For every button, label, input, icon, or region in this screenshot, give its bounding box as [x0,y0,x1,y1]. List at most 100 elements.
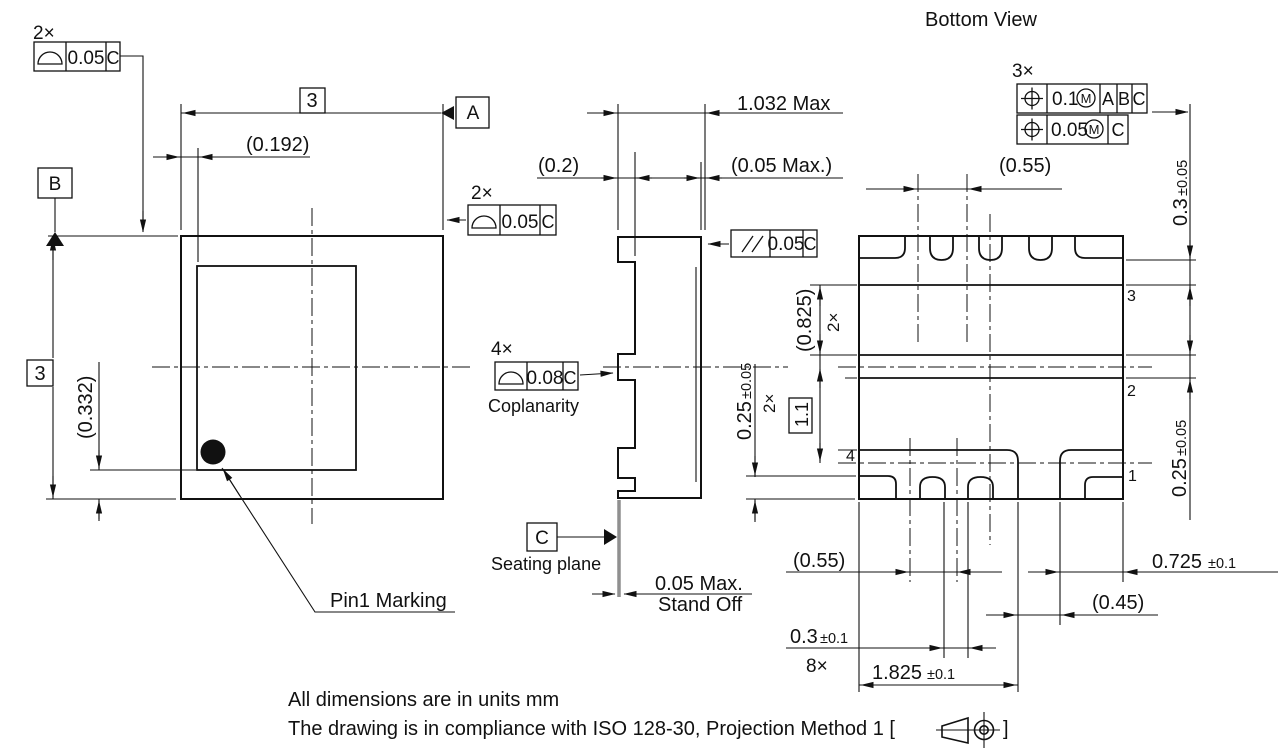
bottom-view: Bottom View [734,9,1278,692]
dim-pitch-top: (0.55) [999,155,1051,177]
svg-text:(0.825): (0.825) [794,289,816,352]
dim-lead: (0.2) [538,155,579,177]
dim-mid-pad: 0.25 ±0.05 [734,363,756,440]
standoff-value: 0.05 Max. [655,573,743,595]
dim-epad-width-tol: ±0.1 [927,667,955,683]
mmc-circle-icon [1076,88,1096,108]
dim-pad-width-tol: ±0.1 [820,631,848,647]
pad-row-lines [859,284,1123,379]
note-standard: The drawing is in compliance with ISO 12… [288,718,895,740]
profile-of-surface-icon [471,215,497,229]
basic-dim-box [26,359,54,387]
fcf-parallelism: 0.05 C [707,229,818,258]
dim-pad1-width-tol: ±0.1 [1208,556,1236,572]
position-icon [1021,87,1043,110]
svg-text:C: C [1133,89,1146,109]
qty-label: 2× [471,183,493,204]
svg-text:0.1: 0.1 [1052,89,1078,110]
dim-total: 1.032 Max [737,93,830,115]
notes: All dimensions are in units mm The drawi… [288,689,1009,748]
fcf-profile-right: 0.05 C [467,204,557,236]
svg-text:0.05: 0.05 [1051,120,1088,141]
first-angle-projection-icon [936,712,1000,748]
svg-text:C: C [542,212,555,232]
side-view: 1.032 Max (0.2) (0.05 Max.) 0.05 C 4× 0.… [488,93,843,616]
dimension-lines [754,104,1278,686]
datum-a-box [455,96,490,129]
svg-text:M: M [1081,91,1092,106]
svg-text:A: A [1102,89,1114,109]
standoff-label: Stand Off [658,594,743,616]
exposed-pad-outline [196,265,357,471]
basic-dim-box [299,87,326,114]
dim-row-pitch-qty: 2× [824,313,843,332]
dim-inner-left: (0.192) [246,134,309,156]
qty-label: 2× [33,23,55,44]
note-bracket-close: ] [1003,718,1009,740]
note-units: All dimensions are in units mm [288,689,559,711]
datum-a-label: A [467,103,480,124]
dim-pad-len: 0.3 ±0.05 [1170,160,1192,226]
side-outline [617,236,702,499]
qty-label: 4× [491,339,513,360]
svg-text:C: C [107,48,120,68]
svg-text:2×: 2× [760,394,779,413]
pin1-dot [200,439,226,465]
profile-of-surface-icon [498,371,524,385]
dim-width: 3 [306,90,317,112]
extension-lines [746,259,1196,692]
svg-text:±0.05: ±0.05 [1174,420,1190,456]
datum-b-triangle-icon [46,232,64,246]
fcf-coplanarity: 0.08 C [494,361,614,391]
svg-text:0.3: 0.3 [1170,198,1192,226]
view-title: Bottom View [925,9,1037,31]
dim-center-basic: 1.1 [792,402,812,427]
dim-height: 3 [34,363,45,385]
pin1-marking-label: Pin1 Marking [330,590,447,612]
pin-1: 1 [1128,468,1137,485]
seating-plane-label: Seating plane [491,554,601,574]
svg-text:C: C [1112,120,1125,140]
dim-pitch-bottom: (0.55) [793,550,845,572]
qty-label: 3× [1012,61,1034,82]
datum-b-box [37,167,73,199]
svg-text:2×: 2× [824,313,843,332]
dim-mid-pad-right: 0.25 ±0.05 [1169,420,1191,497]
svg-text:±0.05: ±0.05 [1175,160,1191,196]
dim-pad1-width: 0.725 [1152,551,1202,573]
datum-c-label: C [535,528,549,549]
pin1-leader [221,467,455,613]
fcf-position-2: 0.05 M C [1016,114,1129,145]
fcf-position-1: 0.1 M A B C [1016,83,1148,114]
top-view: A B 2× 0.05 C 2× 0.05 C 3 3 (0.192) [26,23,557,613]
fcf-profile-top: 0.05 C [33,41,121,72]
dim-gap: (0.45) [1092,592,1144,614]
dim-top-gap: (0.05 Max.) [731,155,832,177]
parallelism-icon [741,235,764,253]
basic-dim-box [788,397,813,434]
dim-row-pitch: (0.825) [794,289,816,352]
dim-pad-width: 0.3 [790,626,818,648]
svg-text:0.08: 0.08 [527,368,564,389]
svg-text:±0.05: ±0.05 [739,363,755,399]
svg-text:0.05: 0.05 [68,48,105,69]
svg-text:C: C [564,368,577,388]
centerlines [152,208,470,524]
svg-text:C: C [804,234,817,254]
top-edge-pads [859,237,1123,261]
svg-text:M: M [1089,122,1100,137]
pin-3: 3 [1127,288,1136,305]
svg-text:0.05: 0.05 [768,234,805,255]
svg-text:0.25: 0.25 [734,401,756,440]
centerlines [838,174,1152,582]
svg-text:0.05: 0.05 [502,212,539,233]
pin-4: 4 [846,448,855,465]
profile-of-surface-icon [37,51,63,65]
mmc-circle-icon [1084,119,1104,139]
dim-mid-pad-qty: 2× [760,394,779,413]
coplanarity-label: Coplanarity [488,396,579,416]
datum-a-triangle-icon [441,106,454,120]
pin-2: 2 [1127,383,1136,400]
